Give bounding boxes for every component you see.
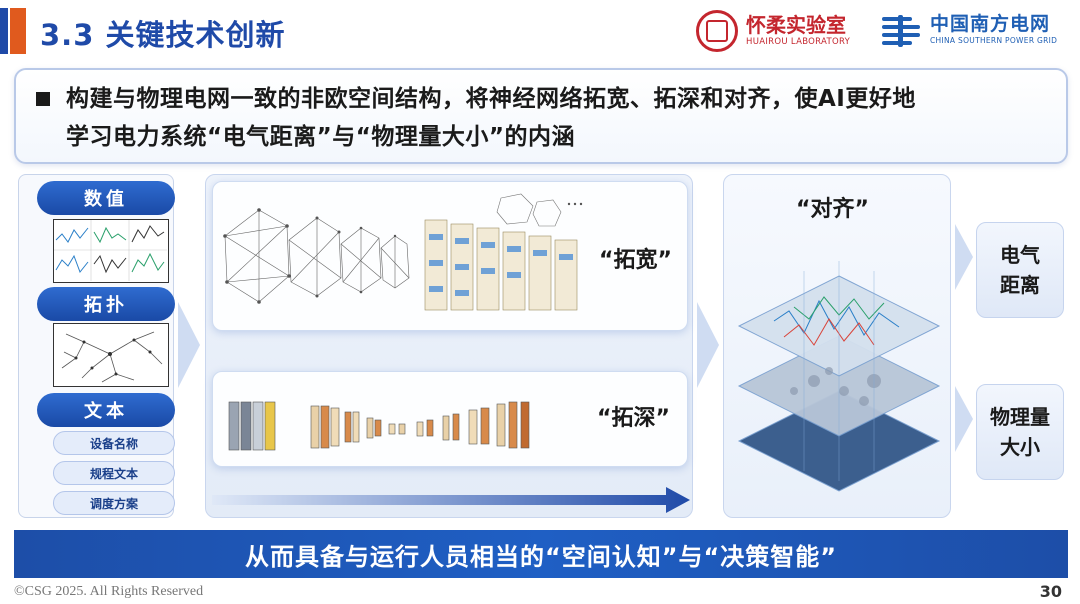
huairou-name-en: HUAIROU LABORATORY: [746, 37, 851, 47]
network-process-panel: “拓宽”: [205, 174, 693, 518]
page-title: 3.3 关键技术创新: [40, 18, 286, 52]
conclusion-banner: 从而具备与运行人员相当的“空间认知”与“决策智能”: [14, 530, 1068, 578]
arrow-right-icon: [955, 386, 973, 452]
key-point-line-2: 学习电力系统“电气距离”与“物理量大小”的内涵: [66, 124, 575, 150]
key-point-text: 构建与物理电网一致的非欧空间结构，将神经网络拓宽、拓深和对齐，使AI更好地 学习…: [66, 80, 1056, 156]
output-electrical-distance-line1: 电气: [1000, 243, 1040, 267]
topology-graph-thumbnail: [53, 323, 169, 387]
deepen-label: “拓深”: [597, 406, 670, 431]
arrow-right-icon: [178, 302, 200, 388]
key-point-line-1: 构建与物理电网一致的非欧空间结构，将神经网络拓宽、拓深和对齐，使AI更好地: [66, 86, 916, 112]
deep-cnn-layers-illustration: [228, 401, 530, 451]
bullet-square-icon: [36, 92, 50, 106]
key-point-box: 构建与物理电网一致的非欧空间结构，将神经网络拓宽、拓深和对齐，使AI更好地 学习…: [14, 68, 1068, 164]
stacked-alignment-layers-illustration: [737, 261, 941, 492]
text-label: 文本: [37, 393, 175, 427]
graph-network-layers-illustration: [223, 208, 410, 304]
alignment-panel: “对齐”: [723, 174, 951, 518]
output-physical-quantity-line1: 物理量: [990, 405, 1050, 429]
long-arrow-right-icon: [212, 487, 690, 513]
topology-label: 拓扑: [37, 287, 175, 321]
title-accent-orange: [10, 8, 26, 54]
output-electrical-distance: 电气 距离: [976, 222, 1064, 318]
widen-card: “拓宽”: [212, 181, 688, 331]
csg-mark-icon: [882, 15, 922, 47]
text-item-dispatch-plan: 调度方案: [53, 491, 175, 515]
deepen-card: “拓深”: [212, 371, 688, 467]
huairou-seal-icon: [696, 10, 738, 52]
text-item-device-name: 设备名称: [53, 431, 175, 455]
numeric-label: 数值: [37, 181, 175, 215]
csg-logo: 中国南方电网 CHINA SOUTHERN POWER GRID: [882, 13, 1058, 47]
title-accent-blue: [0, 8, 8, 54]
huairou-name-zh: 怀柔实验室: [746, 13, 846, 37]
arrow-right-icon: [697, 302, 719, 388]
csg-name-zh: 中国南方电网: [930, 13, 1051, 35]
output-physical-quantity: 物理量 大小: [976, 384, 1064, 480]
copyright-footer: ©CSG 2025. All Rights Reserved: [14, 584, 204, 599]
numeric-timeseries-thumbnail: [53, 219, 169, 283]
input-modalities-panel: 数值 拓扑 文本 设备名称 规程文本 调: [18, 174, 175, 518]
huairou-logo: 怀柔实验室 HUAIROU LABORATORY: [696, 10, 850, 52]
output-physical-quantity-line2: 大小: [1000, 435, 1040, 459]
align-label: “对齐”: [796, 197, 869, 222]
arrow-right-icon: [955, 224, 973, 290]
text-item-regulation-text: 规程文本: [53, 461, 175, 485]
wide-network-diagram-illustration: [424, 193, 583, 311]
page-number: 30: [1039, 582, 1062, 601]
csg-name-en: CHINA SOUTHERN POWER GRID: [930, 36, 1058, 45]
output-electrical-distance-line2: 距离: [1000, 273, 1040, 297]
widen-label: “拓宽”: [599, 248, 672, 273]
